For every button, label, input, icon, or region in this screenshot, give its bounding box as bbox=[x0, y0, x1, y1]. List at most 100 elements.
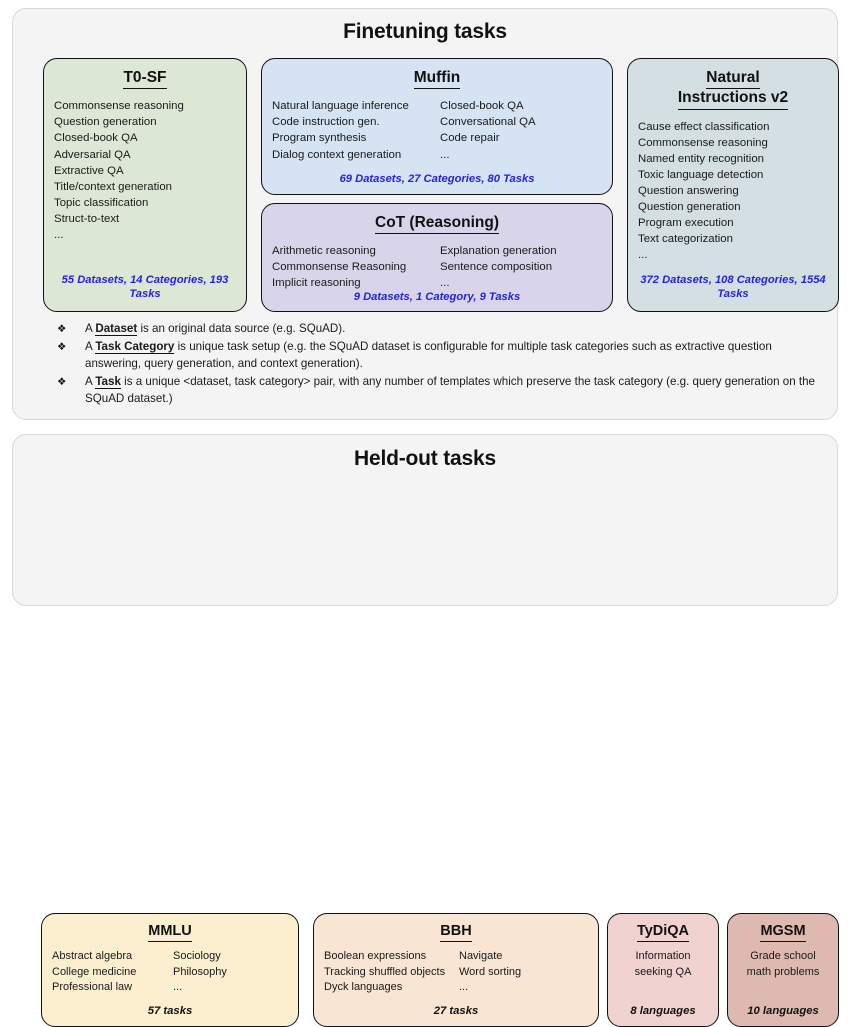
task-column-right: Closed-book QA Conversational QA Code re… bbox=[434, 98, 602, 162]
task-list-t0-sf: Commonsense reasoning Question generatio… bbox=[54, 98, 236, 243]
definition-text: A Task is a unique <dataset, task catego… bbox=[85, 374, 827, 407]
definition-rest: is an original data source (e.g. SQuAD). bbox=[137, 322, 346, 335]
card-muffin: Muffin Natural language inference Code i… bbox=[261, 58, 613, 195]
task-list-tydiqa: Information seeking QA bbox=[618, 949, 708, 980]
list-item: Boolean expressions bbox=[324, 950, 427, 963]
task-list-mgsm: Grade school math problems bbox=[738, 949, 828, 980]
diagram-root: Finetuning tasks T0-SF Commonsense reaso… bbox=[12, 8, 839, 1027]
card-tydiqa: TyDiQA Information seeking QA 8 language… bbox=[607, 913, 719, 1027]
card-title-text-line2: Instructions v2 bbox=[677, 89, 789, 110]
list-item: math problems bbox=[746, 965, 820, 978]
list-item-ellipsis: ... bbox=[54, 229, 64, 242]
card-title-text: BBH bbox=[440, 923, 472, 943]
list-item: Question answering bbox=[638, 184, 739, 197]
list-item: Commonsense reasoning bbox=[54, 100, 184, 113]
list-item-ellipsis: ... bbox=[638, 249, 648, 262]
list-item: Information bbox=[635, 950, 691, 963]
list-item: Extractive QA bbox=[54, 164, 124, 177]
card-title-text: MMLU bbox=[148, 923, 192, 943]
list-item: Closed-book QA bbox=[54, 132, 138, 145]
finetuning-panel-title: Finetuning tasks bbox=[343, 20, 507, 43]
heldout-panel-title: Held-out tasks bbox=[354, 447, 496, 470]
definition-term: Task bbox=[95, 375, 121, 390]
list-item: Struct-to-text bbox=[54, 212, 120, 225]
card-stat-mgsm: 10 languages bbox=[747, 1005, 819, 1017]
card-mgsm: MGSM Grade school math problems 10 langu… bbox=[727, 913, 839, 1027]
list-item: Explanation generation bbox=[440, 245, 557, 258]
card-title-niv2: Natural Instructions v2 bbox=[638, 69, 828, 110]
card-title-muffin: Muffin bbox=[272, 69, 602, 90]
definition-term: Dataset bbox=[95, 322, 138, 336]
list-item-ellipsis: ... bbox=[459, 980, 469, 993]
card-natural-instructions-v2: Natural Instructions v2 Cause effect cla… bbox=[627, 58, 839, 312]
list-item: Professional law bbox=[52, 980, 133, 993]
list-item: Code repair bbox=[440, 132, 500, 145]
finetuning-tasks-panel: Finetuning tasks T0-SF Commonsense reaso… bbox=[12, 8, 839, 420]
list-item: Adversarial QA bbox=[54, 148, 131, 161]
definitions-list: ❖ A Dataset is an original data source (… bbox=[57, 321, 827, 409]
task-column-left: Boolean expressions Tracking shuffled ob… bbox=[324, 949, 453, 995]
task-list-bbh: Boolean expressions Tracking shuffled ob… bbox=[324, 949, 588, 995]
list-item: Code instruction gen. bbox=[272, 116, 380, 129]
list-item: Toxic language detection bbox=[638, 168, 764, 181]
definition-lead: A bbox=[85, 375, 96, 389]
definition-rest: is a unique <dataset, task category> pai… bbox=[85, 375, 815, 405]
task-column-left: Abstract algebra College medicine Profes… bbox=[52, 949, 167, 995]
card-t0-sf: T0-SF Commonsense reasoning Question gen… bbox=[43, 58, 247, 312]
list-item: Navigate bbox=[459, 950, 503, 963]
list-item: Text categorization bbox=[638, 233, 733, 246]
list-item: Sentence composition bbox=[440, 261, 553, 274]
list-item: Conversational QA bbox=[440, 116, 536, 129]
card-mmlu: MMLU Abstract algebra College medicine P… bbox=[41, 913, 299, 1027]
list-item: Cause effect classification bbox=[638, 120, 770, 133]
card-title-text: MGSM bbox=[760, 923, 806, 943]
card-stat-bbh: 27 tasks bbox=[433, 1005, 479, 1017]
list-item: Arithmetic reasoning bbox=[272, 245, 376, 258]
task-list-niv2: Cause effect classification Commonsense … bbox=[638, 119, 828, 264]
card-title-text: T0-SF bbox=[123, 69, 167, 90]
card-title-bbh: BBH bbox=[324, 923, 588, 943]
list-item-ellipsis: ... bbox=[440, 148, 450, 161]
card-title-mmlu: MMLU bbox=[52, 923, 288, 943]
task-list-cot: Arithmetic reasoning Commonsense Reasoni… bbox=[272, 243, 602, 291]
card-stat-t0-sf: 55 Datasets, 14 Categories, 193 Tasks bbox=[61, 274, 229, 300]
card-bbh: BBH Boolean expressions Tracking shuffle… bbox=[313, 913, 599, 1027]
list-item-ellipsis: ... bbox=[440, 277, 450, 290]
list-item: Dyck languages bbox=[324, 980, 403, 993]
task-list-muffin: Natural language inference Code instruct… bbox=[272, 98, 602, 162]
list-item-ellipsis: ... bbox=[173, 980, 183, 993]
card-stat-muffin: 69 Datasets, 27 Categories, 80 Tasks bbox=[339, 173, 535, 185]
task-column-right: Sociology Philosophy ... bbox=[167, 949, 288, 995]
definition-term: Task Category bbox=[95, 340, 175, 355]
definition-rest: is unique task setup (e.g. the SQuAD dat… bbox=[85, 340, 772, 370]
card-title-text: Muffin bbox=[413, 69, 461, 90]
list-item: seeking QA bbox=[634, 965, 692, 978]
card-stat-mmlu: 57 tasks bbox=[147, 1005, 193, 1017]
list-item: Title/context generation bbox=[54, 180, 172, 193]
card-stat-niv2: 372 Datasets, 108 Categories, 1554 Tasks bbox=[640, 274, 826, 300]
list-item: Commonsense Reasoning bbox=[272, 261, 407, 274]
definition-lead: A bbox=[85, 340, 96, 354]
list-item: Grade school bbox=[750, 950, 816, 963]
list-item: College medicine bbox=[52, 965, 137, 978]
list-item: Question generation bbox=[54, 116, 157, 129]
task-column-right: Explanation generation Sentence composit… bbox=[434, 243, 602, 291]
list-item: Philosophy bbox=[173, 965, 227, 978]
definition-row-task-category: ❖ A Task Category is unique task setup (… bbox=[57, 339, 827, 372]
list-item: Implicit reasoning bbox=[272, 277, 361, 290]
list-item: Program synthesis bbox=[272, 132, 367, 145]
card-title-t0-sf: T0-SF bbox=[54, 69, 236, 90]
list-item: Dialog context generation bbox=[272, 148, 402, 161]
task-column-right: Navigate Word sorting ... bbox=[453, 949, 588, 995]
list-item: Topic classification bbox=[54, 196, 149, 209]
card-title-text: TyDiQA bbox=[636, 923, 690, 943]
list-item: Abstract algebra bbox=[52, 950, 133, 963]
card-title-text: CoT (Reasoning) bbox=[375, 214, 499, 235]
card-cot-reasoning: CoT (Reasoning) Arithmetic reasoning Com… bbox=[261, 203, 613, 312]
list-item: Word sorting bbox=[459, 965, 522, 978]
list-item: Natural language inference bbox=[272, 100, 409, 113]
definition-lead: A bbox=[85, 322, 96, 335]
list-item: Question generation bbox=[638, 201, 741, 214]
list-item: Closed-book QA bbox=[440, 100, 524, 113]
definition-text: A Task Category is unique task setup (e.… bbox=[85, 339, 827, 372]
